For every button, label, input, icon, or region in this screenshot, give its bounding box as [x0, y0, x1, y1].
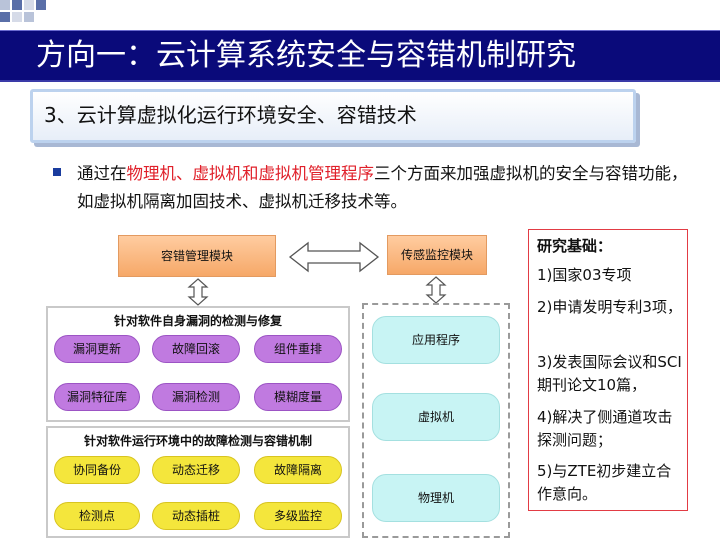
bullet-highlight: 物理机、虚拟机和虚拟机管理程序 [126, 164, 375, 183]
env-item: 检测点 [54, 502, 140, 530]
title-bar [0, 30, 720, 82]
vuln-item: 漏洞检测 [152, 383, 240, 411]
research-item: 3)发表国际会议和SCI期刊论文10篇， [537, 353, 682, 394]
vertical-double-arrow-icon [425, 276, 447, 304]
research-foundation-box [528, 229, 688, 511]
layer-physical-machine: 物理机 [372, 474, 500, 522]
research-item: 1)国家03专项 [537, 266, 632, 284]
research-item: 4)解决了侧通道攻击探测问题； [537, 408, 673, 449]
fault-tolerance-module: 容错管理模块 [118, 235, 276, 277]
sensor-monitor-module: 传感监控模块 [387, 235, 487, 275]
vuln-item: 模糊度量 [254, 383, 342, 411]
subtitle-banner [30, 89, 636, 143]
env-item: 动态插桩 [152, 502, 240, 530]
decor-square [0, 0, 10, 10]
bullet-text: 通过在物理机、虚拟机和虚拟机管理程序三个方面来加强虚拟机的安全与容错功能，如虚拟… [77, 160, 689, 216]
env-item: 协同备份 [54, 456, 140, 484]
layer-virtual-machine: 虚拟机 [372, 393, 500, 441]
env-item: 动态迁移 [152, 456, 240, 484]
vuln-item: 组件重排 [254, 335, 342, 363]
bullet-prefix: 通过在 [77, 164, 127, 183]
double-arrow-icon [288, 241, 380, 273]
env-item: 故障隔离 [254, 456, 342, 484]
slide-subtitle: 3、云计算虚拟化运行环境安全、容错技术 [44, 103, 417, 127]
env-item: 多级监控 [254, 502, 342, 530]
environment-panel-title: 针对软件运行环境中的故障检测与容错机制 [83, 434, 312, 448]
decor-square [24, 12, 34, 22]
decor-square [12, 0, 22, 10]
vertical-double-arrow-icon [187, 278, 209, 306]
vuln-item: 漏洞特征库 [54, 383, 140, 411]
research-heading: 研究基础： [537, 237, 613, 255]
layer-application: 应用程序 [372, 316, 500, 364]
slide-title: 方向一：云计算系统安全与容错机制研究 [36, 38, 576, 73]
research-item: 2)申请发明专利3项， [537, 298, 682, 316]
vuln-item: 故障回滚 [152, 335, 240, 363]
decor-square [0, 12, 10, 22]
vulnerability-panel-title: 针对软件自身漏洞的检测与修复 [113, 314, 282, 328]
decor-square [36, 0, 46, 10]
bullet-icon [53, 168, 61, 176]
decor-square [12, 12, 22, 22]
bullet-suffix: 三个方面来加强虚拟机的安全与容错功能，如虚拟机隔离加固技术、虚拟机迁移技术等。 [77, 164, 688, 211]
research-item: 5)与ZTE初步建立合作意向。 [537, 462, 672, 503]
decor-square [24, 0, 34, 10]
vuln-item: 漏洞更新 [54, 335, 140, 363]
